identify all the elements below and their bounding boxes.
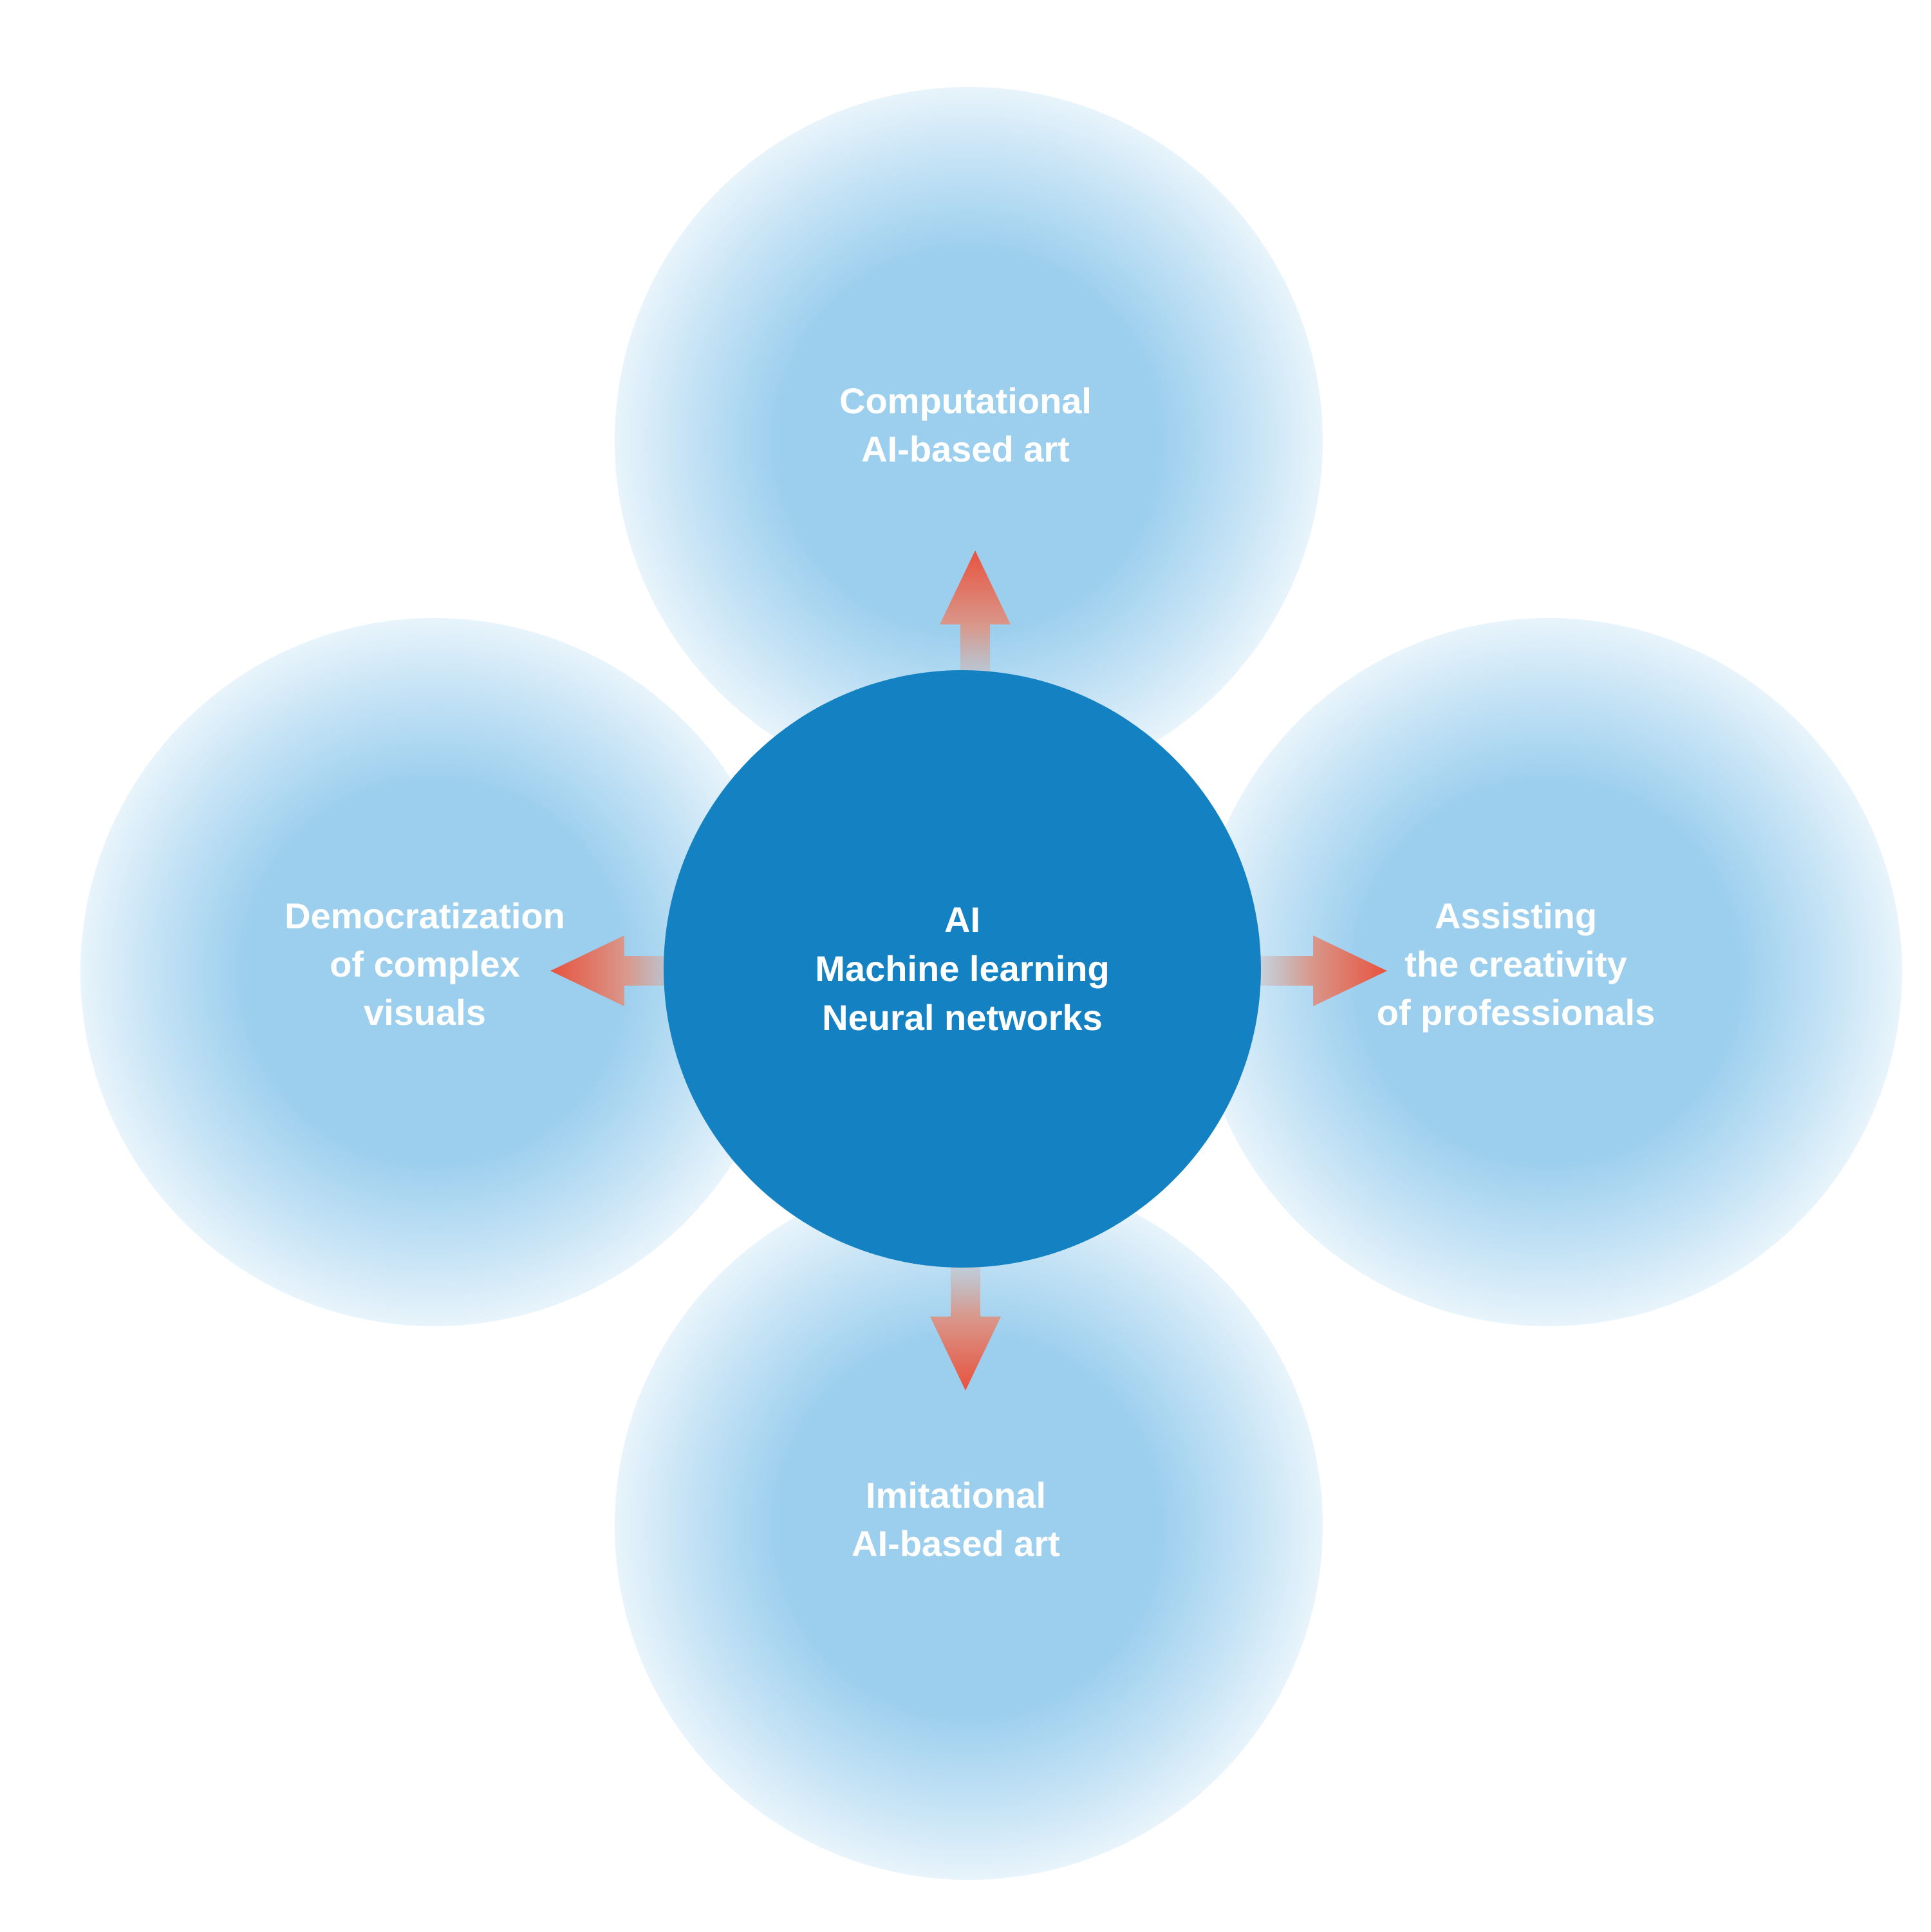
arrow-left-icon — [550, 935, 692, 1006]
node-label-line: Computational — [839, 380, 1092, 421]
node-label-line: AI-based art — [861, 429, 1070, 469]
node-label-line: Assisting — [1434, 896, 1598, 936]
arrow-up-icon — [940, 550, 1011, 692]
hub-line-neural-networks: Neural networks — [822, 997, 1103, 1038]
hub-line-machine-learning: Machine learning — [815, 948, 1110, 989]
node-label-democratization: Democratization of complex visuals — [232, 892, 618, 1036]
arrow-right-icon — [1245, 935, 1387, 1006]
node-label-assisting: Assisting the creativity of professional… — [1323, 892, 1709, 1036]
node-label-line: visuals — [364, 992, 486, 1033]
node-label-line: of professionals — [1376, 992, 1656, 1033]
node-label-line: the creativity — [1404, 944, 1627, 984]
arrow-down-icon — [930, 1252, 1001, 1391]
node-label-line: AI-based art — [852, 1523, 1060, 1564]
node-label-computational: Computational AI-based art — [772, 377, 1159, 473]
node-label-line: Democratization — [285, 896, 565, 936]
node-label-line: of complex — [330, 944, 520, 984]
node-label-line: Imitational — [865, 1475, 1047, 1515]
hub-line-ai: AI — [944, 899, 980, 940]
central-hub-circle: AI Machine learning Neural networks — [664, 670, 1261, 1268]
node-label-imitational: Imitational AI-based art — [763, 1471, 1149, 1568]
